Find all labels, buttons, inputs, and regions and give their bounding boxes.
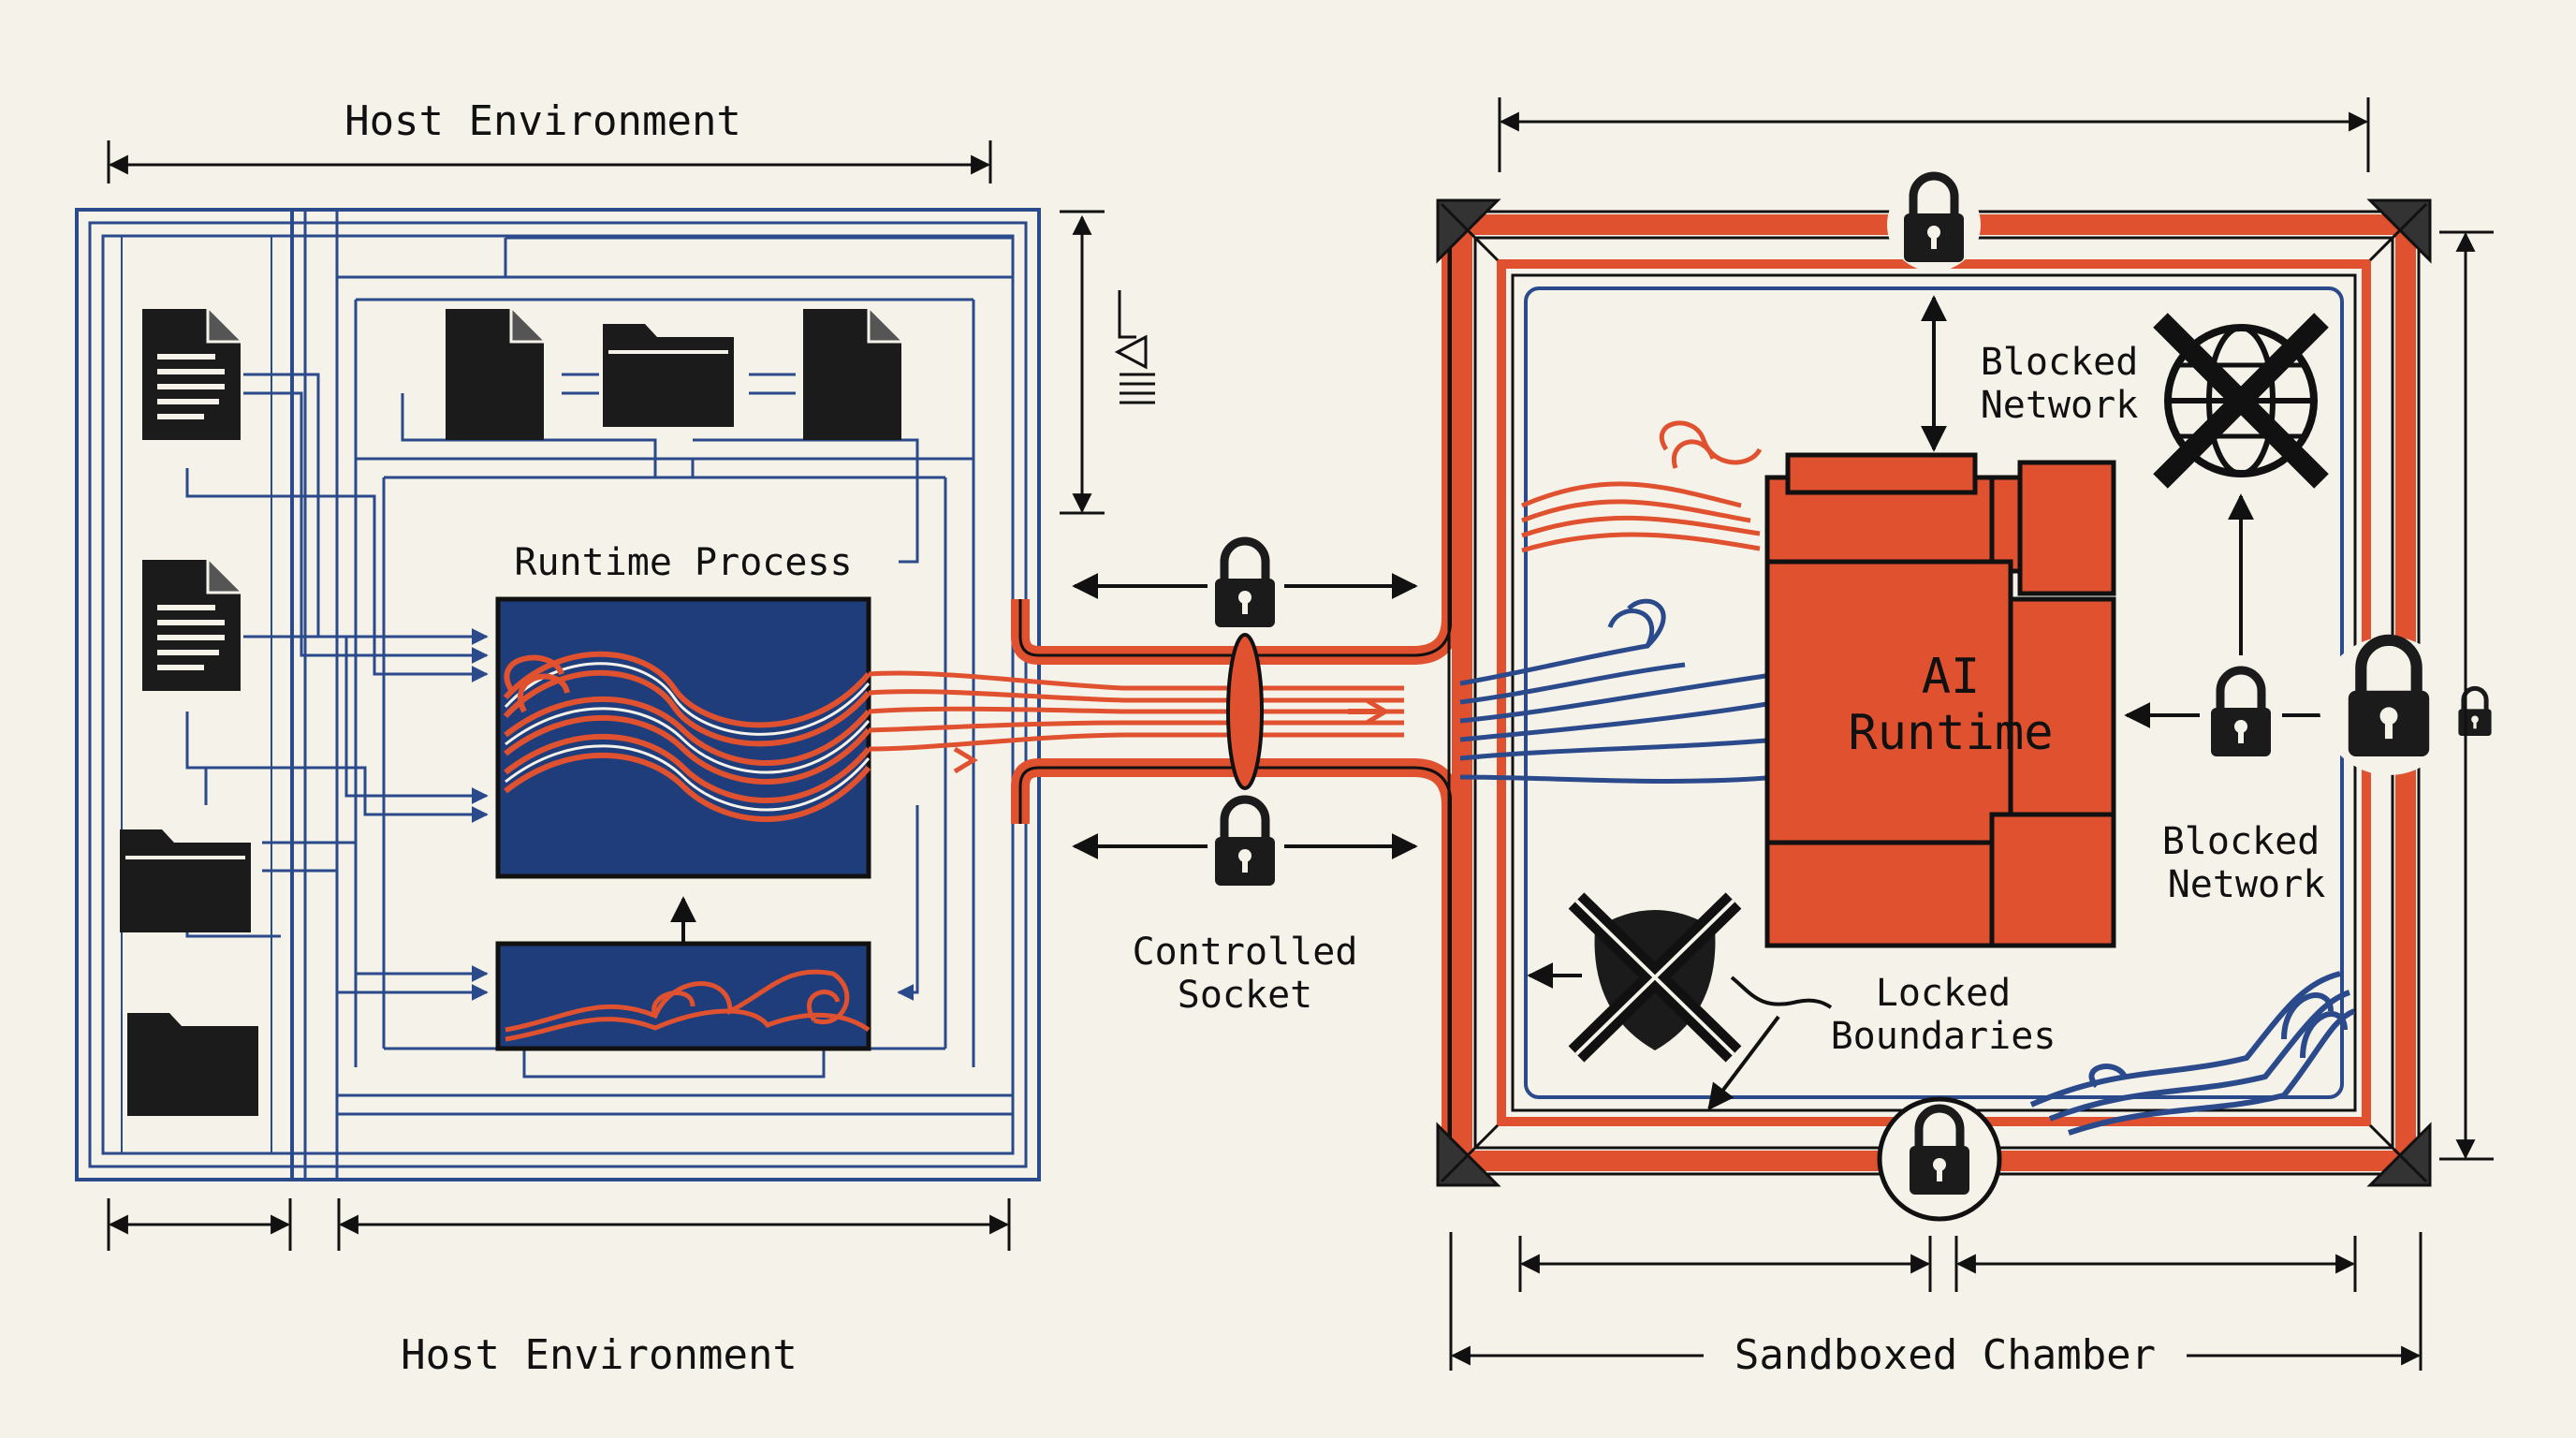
ai-runtime-label-line1: AI bbox=[1922, 649, 1981, 705]
padlock-icon bbox=[2320, 637, 2458, 775]
folder-icon bbox=[601, 322, 736, 429]
controlled-socket-conduit: Controlled Socket bbox=[868, 225, 1460, 1142]
document-icon bbox=[801, 307, 903, 442]
document-icon bbox=[140, 307, 242, 442]
blocked-shield-icon bbox=[1568, 892, 1742, 1063]
padlock-icon bbox=[1215, 541, 1275, 627]
subprocess-box bbox=[495, 896, 871, 1051]
document-icon bbox=[444, 307, 546, 442]
blocked-globe-icon bbox=[2153, 313, 2329, 489]
host-environment-top-label: Host Environment bbox=[344, 97, 741, 145]
runtime-process-box bbox=[495, 596, 871, 879]
controlled-socket-label-line2: Socket bbox=[1178, 974, 1313, 1017]
padlock-icon bbox=[2458, 688, 2491, 736]
padlock-icon bbox=[2211, 670, 2271, 756]
runtime-process-label: Runtime Process bbox=[514, 541, 852, 584]
folder-icon bbox=[118, 828, 253, 934]
padlock-icon bbox=[1877, 1096, 2002, 1222]
blocked-network-right-label-line1: Blocked bbox=[2162, 820, 2320, 863]
ai-runtime-block: AI Runtime bbox=[1764, 452, 2116, 948]
controlled-socket-label-line1: Controlled bbox=[1133, 931, 1358, 974]
padlock-icon bbox=[1887, 176, 1981, 271]
blocked-network-right-label-line2: Network bbox=[2168, 863, 2326, 906]
sandboxed-chamber: AI Runtime Blocked Network bbox=[1436, 97, 2494, 1379]
dimension-glyph bbox=[1114, 290, 1155, 404]
document-icon bbox=[140, 558, 242, 693]
host-environment-bottom-label: Host Environment bbox=[401, 1331, 798, 1379]
folder-icon bbox=[127, 1013, 258, 1116]
locked-boundaries-label-line1: Locked bbox=[1876, 972, 2012, 1015]
sandboxed-chamber-label: Sandboxed Chamber bbox=[1734, 1331, 2156, 1379]
blocked-network-top-label-line1: Blocked bbox=[1981, 341, 2139, 384]
padlock-icon bbox=[1215, 800, 1275, 886]
blocked-network-top-label-line2: Network bbox=[1981, 384, 2139, 427]
socket-ring bbox=[1226, 633, 1264, 790]
locked-boundaries-label-line2: Boundaries bbox=[1831, 1015, 2056, 1058]
host-environment-panel: Runtime Process Host Environment Host En… bbox=[75, 97, 1155, 1379]
ai-runtime-label-line2: Runtime bbox=[1848, 705, 2053, 761]
